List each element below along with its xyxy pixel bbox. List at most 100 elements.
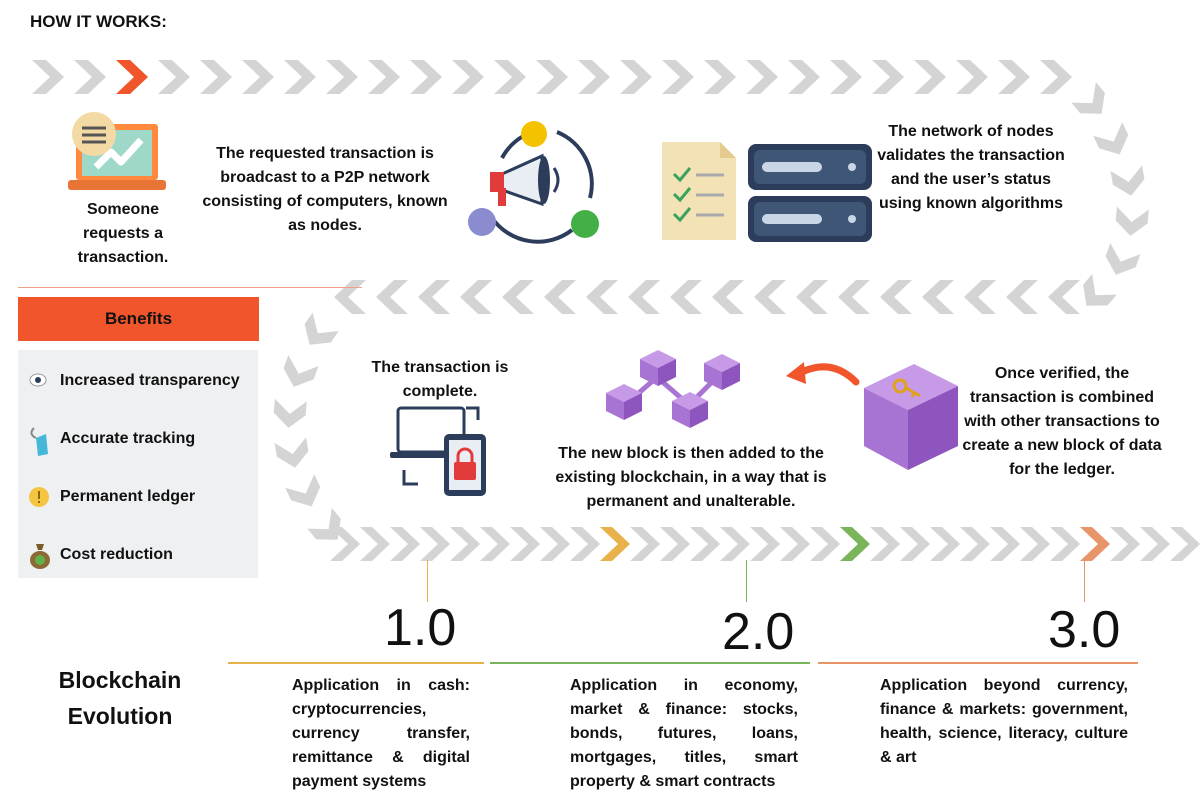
chevron bbox=[930, 527, 960, 561]
chevron-highlight bbox=[840, 527, 870, 561]
chevron bbox=[690, 527, 720, 561]
divider bbox=[18, 287, 362, 288]
cube-face bbox=[606, 393, 624, 420]
chevron bbox=[620, 60, 652, 94]
chevron bbox=[480, 527, 510, 561]
chevron bbox=[544, 280, 576, 314]
chevron bbox=[200, 60, 232, 94]
cube-face bbox=[704, 363, 722, 390]
benefit-item: Increased transparency bbox=[60, 372, 240, 389]
chevron bbox=[998, 60, 1030, 94]
chevron bbox=[880, 280, 912, 314]
chevron bbox=[285, 474, 321, 507]
chevron-highlight bbox=[116, 60, 148, 94]
chevron bbox=[712, 280, 744, 314]
version-label: 3.0 bbox=[1048, 601, 1121, 659]
chevron bbox=[502, 280, 534, 314]
chevron bbox=[780, 527, 810, 561]
chevron bbox=[283, 355, 319, 387]
chevron bbox=[670, 280, 702, 314]
version-connector bbox=[1084, 560, 1085, 602]
chevron bbox=[964, 280, 996, 314]
cube-face bbox=[672, 401, 690, 428]
chevron bbox=[1110, 165, 1145, 196]
chevron bbox=[334, 280, 366, 314]
chevron bbox=[510, 527, 540, 561]
arrow-left-icon bbox=[786, 362, 860, 386]
laptop-icon bbox=[68, 112, 166, 190]
cube-face bbox=[722, 363, 740, 390]
version-underline bbox=[228, 662, 484, 664]
chevron bbox=[660, 527, 690, 561]
chevron bbox=[158, 60, 190, 94]
benefit-item: Permanent ledger bbox=[60, 488, 196, 505]
chevron bbox=[838, 280, 870, 314]
chevron bbox=[307, 508, 341, 540]
eye-icon bbox=[29, 373, 47, 387]
chevron bbox=[872, 60, 904, 94]
chevron bbox=[1140, 527, 1170, 561]
chevron bbox=[1083, 274, 1117, 306]
cube-face bbox=[640, 359, 658, 386]
chevron-highlight bbox=[600, 527, 630, 561]
chevron bbox=[274, 437, 309, 468]
chevron bbox=[540, 527, 570, 561]
chevron bbox=[746, 60, 778, 94]
megaphone-network-icon bbox=[468, 121, 599, 244]
chevron bbox=[273, 398, 307, 428]
chevron bbox=[628, 280, 660, 314]
chevron bbox=[578, 60, 610, 94]
chevron bbox=[420, 527, 450, 561]
benefits-header: Benefits bbox=[18, 297, 259, 341]
chevron bbox=[788, 60, 820, 94]
chevron bbox=[390, 527, 420, 561]
chevron bbox=[326, 60, 358, 94]
block-key-icon bbox=[864, 364, 958, 470]
tag-icon bbox=[30, 427, 48, 456]
chevron bbox=[796, 280, 828, 314]
chevron bbox=[960, 527, 990, 561]
chevron bbox=[914, 60, 946, 94]
money-bag-icon bbox=[30, 544, 50, 569]
chevron bbox=[74, 60, 106, 94]
chevron bbox=[720, 527, 750, 561]
chevron bbox=[1020, 527, 1050, 561]
step-added-text: The new block is then added to the exist… bbox=[555, 445, 827, 510]
chevron bbox=[570, 527, 600, 561]
chevron bbox=[536, 60, 568, 94]
cube-face bbox=[690, 401, 708, 428]
chevron bbox=[900, 527, 930, 561]
chevron bbox=[870, 527, 900, 561]
version-underline bbox=[490, 662, 810, 664]
chevron bbox=[410, 60, 442, 94]
chevron bbox=[376, 280, 408, 314]
step-complete-text: The transaction is complete. bbox=[371, 359, 509, 400]
chevron bbox=[1110, 527, 1140, 561]
chevron bbox=[452, 60, 484, 94]
version-label: 1.0 bbox=[384, 599, 457, 657]
chevron bbox=[704, 60, 736, 94]
chevron bbox=[810, 527, 840, 561]
version-description: Application beyond currency, finance & m… bbox=[880, 677, 1128, 766]
servers-icon bbox=[662, 142, 872, 242]
page-title: HOW IT WORKS: bbox=[30, 12, 167, 31]
chevron bbox=[1048, 280, 1080, 314]
chevron bbox=[360, 527, 390, 561]
version-label: 2.0 bbox=[722, 603, 795, 661]
version-connector bbox=[427, 560, 428, 602]
laptop-lock-icon bbox=[390, 406, 486, 496]
evolution-title: Blockchain Evolution bbox=[58, 667, 182, 729]
chevron bbox=[754, 280, 786, 314]
benefit-item: Cost reduction bbox=[60, 546, 173, 563]
alert-icon bbox=[29, 487, 49, 507]
chevron bbox=[304, 312, 339, 345]
step-validate-text: The network of nodes validates the trans… bbox=[877, 123, 1065, 212]
chevron bbox=[990, 527, 1020, 561]
chevron bbox=[494, 60, 526, 94]
blocks-icon bbox=[606, 350, 740, 428]
chevron bbox=[1006, 280, 1038, 314]
chevron bbox=[830, 60, 862, 94]
chevron bbox=[32, 60, 64, 94]
chevron bbox=[368, 60, 400, 94]
